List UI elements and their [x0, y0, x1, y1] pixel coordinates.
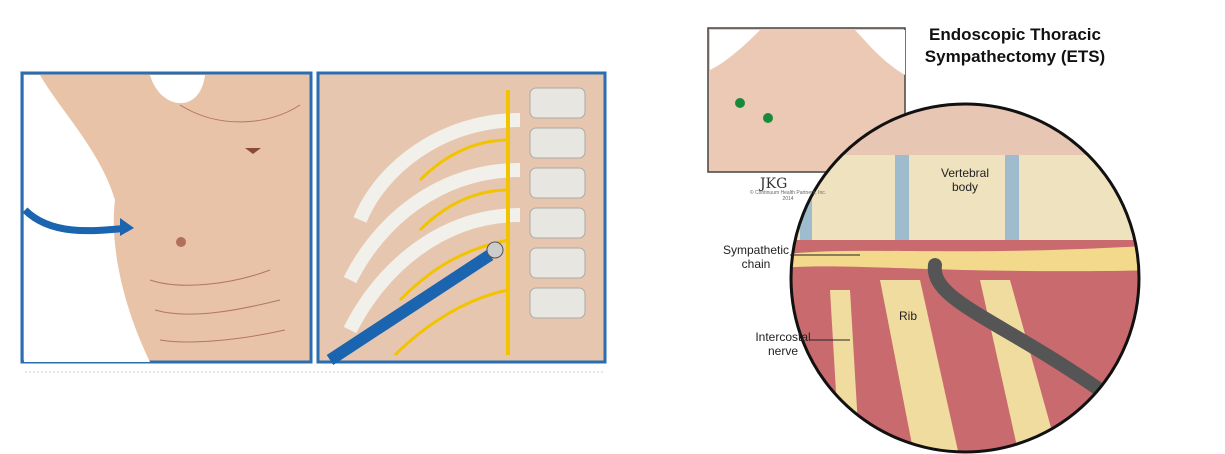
label-intercostal-nerve: Intercostal nerve — [755, 330, 811, 358]
label-rib: Rib — [898, 309, 917, 323]
label-vertebral-body: Vertebral body — [940, 166, 990, 194]
artist-signature: JKG — [760, 176, 788, 192]
diagram-title: Endoscopic Thoracic Sympathectomy (ETS) — [924, 25, 1106, 66]
spine-panel — [316, 71, 607, 366]
copyright: © Continuum Health Partners, Inc. 2014 — [749, 190, 827, 202]
chest-panel — [20, 71, 313, 364]
label-sympathetic-chain: Sympathetic chain — [722, 243, 790, 271]
